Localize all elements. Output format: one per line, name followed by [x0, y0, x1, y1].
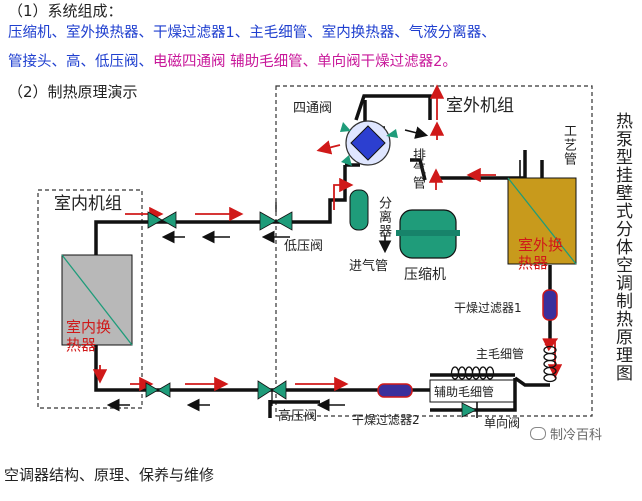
- indoor-gas-valve[interactable]: [147, 211, 177, 229]
- dryer-filter-2[interactable]: [377, 383, 413, 398]
- pipes: [94, 94, 552, 418]
- separator[interactable]: [349, 189, 369, 231]
- outdoor-heat-exchanger[interactable]: [507, 177, 577, 265]
- components-line1: 压缩机、室外换热器、干燥过滤器1、主毛细管、室内换热器、气液分离器、: [8, 25, 496, 41]
- components-line2-blue: 管接头、高、低压阀、: [8, 54, 153, 70]
- dryer-filter-1-label: 干燥过滤器1: [454, 301, 522, 315]
- return-arrows: [73, 126, 527, 412]
- low-pressure-valve-label: 低压阀: [284, 239, 324, 254]
- indoor-unit-label: 室内机组: [54, 194, 122, 214]
- suction-pipe-label: 进气管: [349, 259, 389, 274]
- check-valve[interactable]: [461, 402, 478, 418]
- four-way-valve[interactable]: [345, 120, 391, 166]
- indoor-liquid-valve[interactable]: [145, 382, 171, 398]
- section1-title: （1）系统组成：: [8, 2, 123, 20]
- indoor-unit-boundary: [37, 189, 143, 409]
- four-way-deco-arrows: [340, 122, 398, 166]
- compressor-label: 压缩机: [404, 267, 446, 283]
- dryer-filter-2-label: 干燥过滤器2: [352, 413, 420, 427]
- indoor-hx-label: 室内换热器: [66, 318, 112, 354]
- section2-title: （2）制热原理演示: [8, 83, 138, 101]
- compressor[interactable]: [396, 209, 460, 259]
- dryer-filter-1[interactable]: [542, 289, 558, 321]
- watermark: 制冷百科: [530, 424, 602, 443]
- flow-arrows: [92, 84, 563, 392]
- aux-capillary-coil[interactable]: [450, 366, 495, 380]
- main-capillary-coil[interactable]: [543, 345, 557, 383]
- components-line2-magenta: 电磁四通阀 辅助毛细管、单向阀干燥过滤器2。: [153, 54, 457, 70]
- aux-capillary-label: 辅助毛细管: [434, 385, 495, 399]
- components-line2: 管接头、高、低压阀、电磁四通阀 辅助毛细管、单向阀干燥过滤器2。: [8, 55, 457, 70]
- aux-capillary-box: [429, 379, 517, 403]
- discharge-pipe-label: 排气管: [410, 148, 425, 190]
- check-valve-label: 单向阀: [484, 416, 521, 430]
- side-title: 热泵型挂壁式分体空调制热原理图: [612, 112, 632, 382]
- footer-caption: 空调器结构、原理、保养与维修: [4, 466, 215, 484]
- outdoor-unit-label: 室外机组: [446, 96, 514, 116]
- process-pipe-label: 工艺管: [561, 124, 576, 166]
- four-way-valve-label: 四通阀: [293, 101, 333, 116]
- outdoor-hx-label: 室外换热器: [518, 236, 564, 272]
- indoor-heat-exchanger[interactable]: [61, 254, 133, 346]
- watermark-text: 制冷百科: [550, 428, 603, 443]
- low-pressure-valve[interactable]: [259, 202, 293, 231]
- high-pressure-valve[interactable]: [257, 380, 287, 406]
- high-pressure-valve-label: 高压阀: [278, 409, 318, 424]
- main-capillary-label: 主毛细管: [476, 347, 525, 361]
- separator-label: 分离器: [376, 196, 391, 238]
- wechat-icon: [530, 427, 546, 440]
